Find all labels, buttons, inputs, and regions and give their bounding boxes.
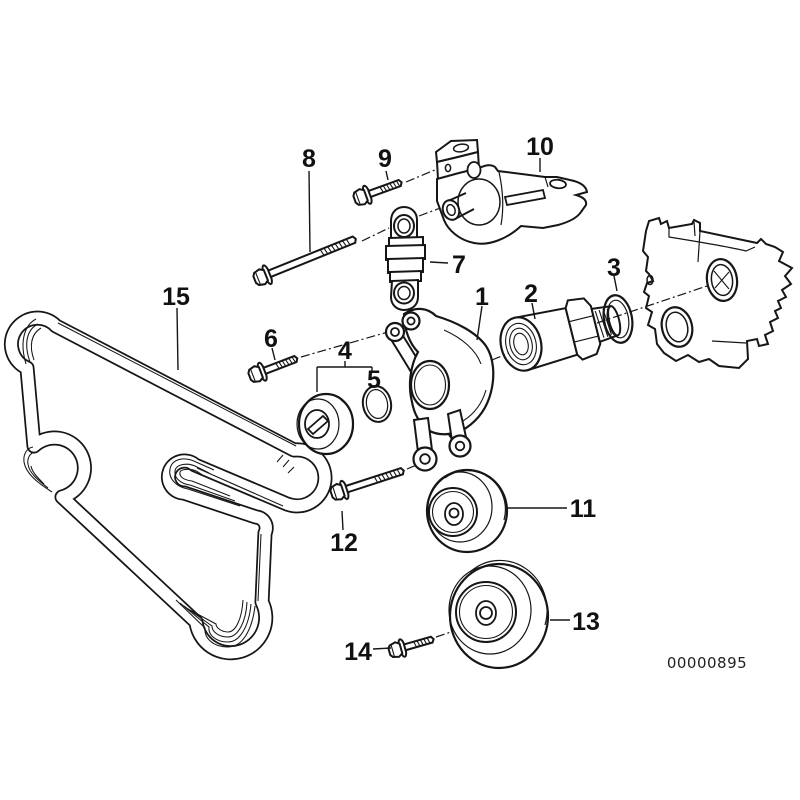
idler-pulley-large	[448, 559, 550, 670]
serpentine-belt	[3, 310, 333, 661]
bolt-12-threads	[373, 468, 402, 484]
bolt-6-threads	[275, 356, 297, 370]
bolt-14-threads	[413, 637, 431, 648]
callout-7: 7	[452, 251, 466, 279]
timing-cover-bore-lower	[660, 306, 694, 348]
bolt-6	[247, 354, 299, 383]
callout-9: 9	[378, 145, 392, 173]
tensioner-damper	[385, 205, 426, 312]
group-bracket-4	[316, 361, 373, 392]
bolt-9-threads	[379, 180, 401, 193]
bolt-8	[252, 235, 357, 287]
callout-11: 11	[570, 495, 597, 523]
tensioner-arm-bore	[409, 359, 451, 411]
callout-1: 1	[475, 283, 489, 311]
belt-ribs-top-left	[22, 318, 42, 365]
callout-6: 6	[264, 325, 278, 353]
leader-lines	[176, 158, 618, 650]
callout-15: 15	[162, 283, 190, 311]
bolt-8-threads	[319, 238, 351, 256]
callout-4: 4	[338, 337, 352, 365]
callout-12: 12	[330, 529, 358, 557]
callout-10: 10	[526, 133, 554, 161]
o-ring-small	[361, 385, 393, 423]
water-pump-sleeve	[499, 297, 622, 372]
tensioner-arm	[384, 307, 495, 472]
callout-3: 3	[607, 254, 621, 282]
callout-5: 5	[367, 366, 381, 394]
callout-13: 13	[572, 608, 600, 636]
engine-block	[641, 216, 794, 370]
diagram-id: 00000895	[667, 654, 747, 672]
bolt-12	[329, 466, 405, 501]
bolt-14	[387, 635, 435, 658]
bolt-9	[352, 178, 403, 206]
idler-pulley-small	[425, 468, 509, 554]
callout-2: 2	[524, 280, 538, 308]
timing-cover-bore-upper	[705, 257, 739, 303]
belt-ribs-middle	[169, 458, 241, 507]
callout-labels: 1 2 3 4 5 6 7 8 9 10 11 12 13 14 15	[162, 133, 621, 666]
o-ring-large	[602, 294, 634, 344]
damper-pulley	[296, 392, 355, 456]
belt-shading-ticks	[276, 454, 295, 474]
support-bracket	[434, 138, 589, 245]
belt-ribs-mid-left	[23, 446, 53, 493]
callout-8: 8	[302, 145, 316, 173]
belt-ribs-bottom	[175, 599, 256, 648]
pulley-hub-slot	[306, 414, 330, 436]
callout-14: 14	[344, 638, 372, 666]
